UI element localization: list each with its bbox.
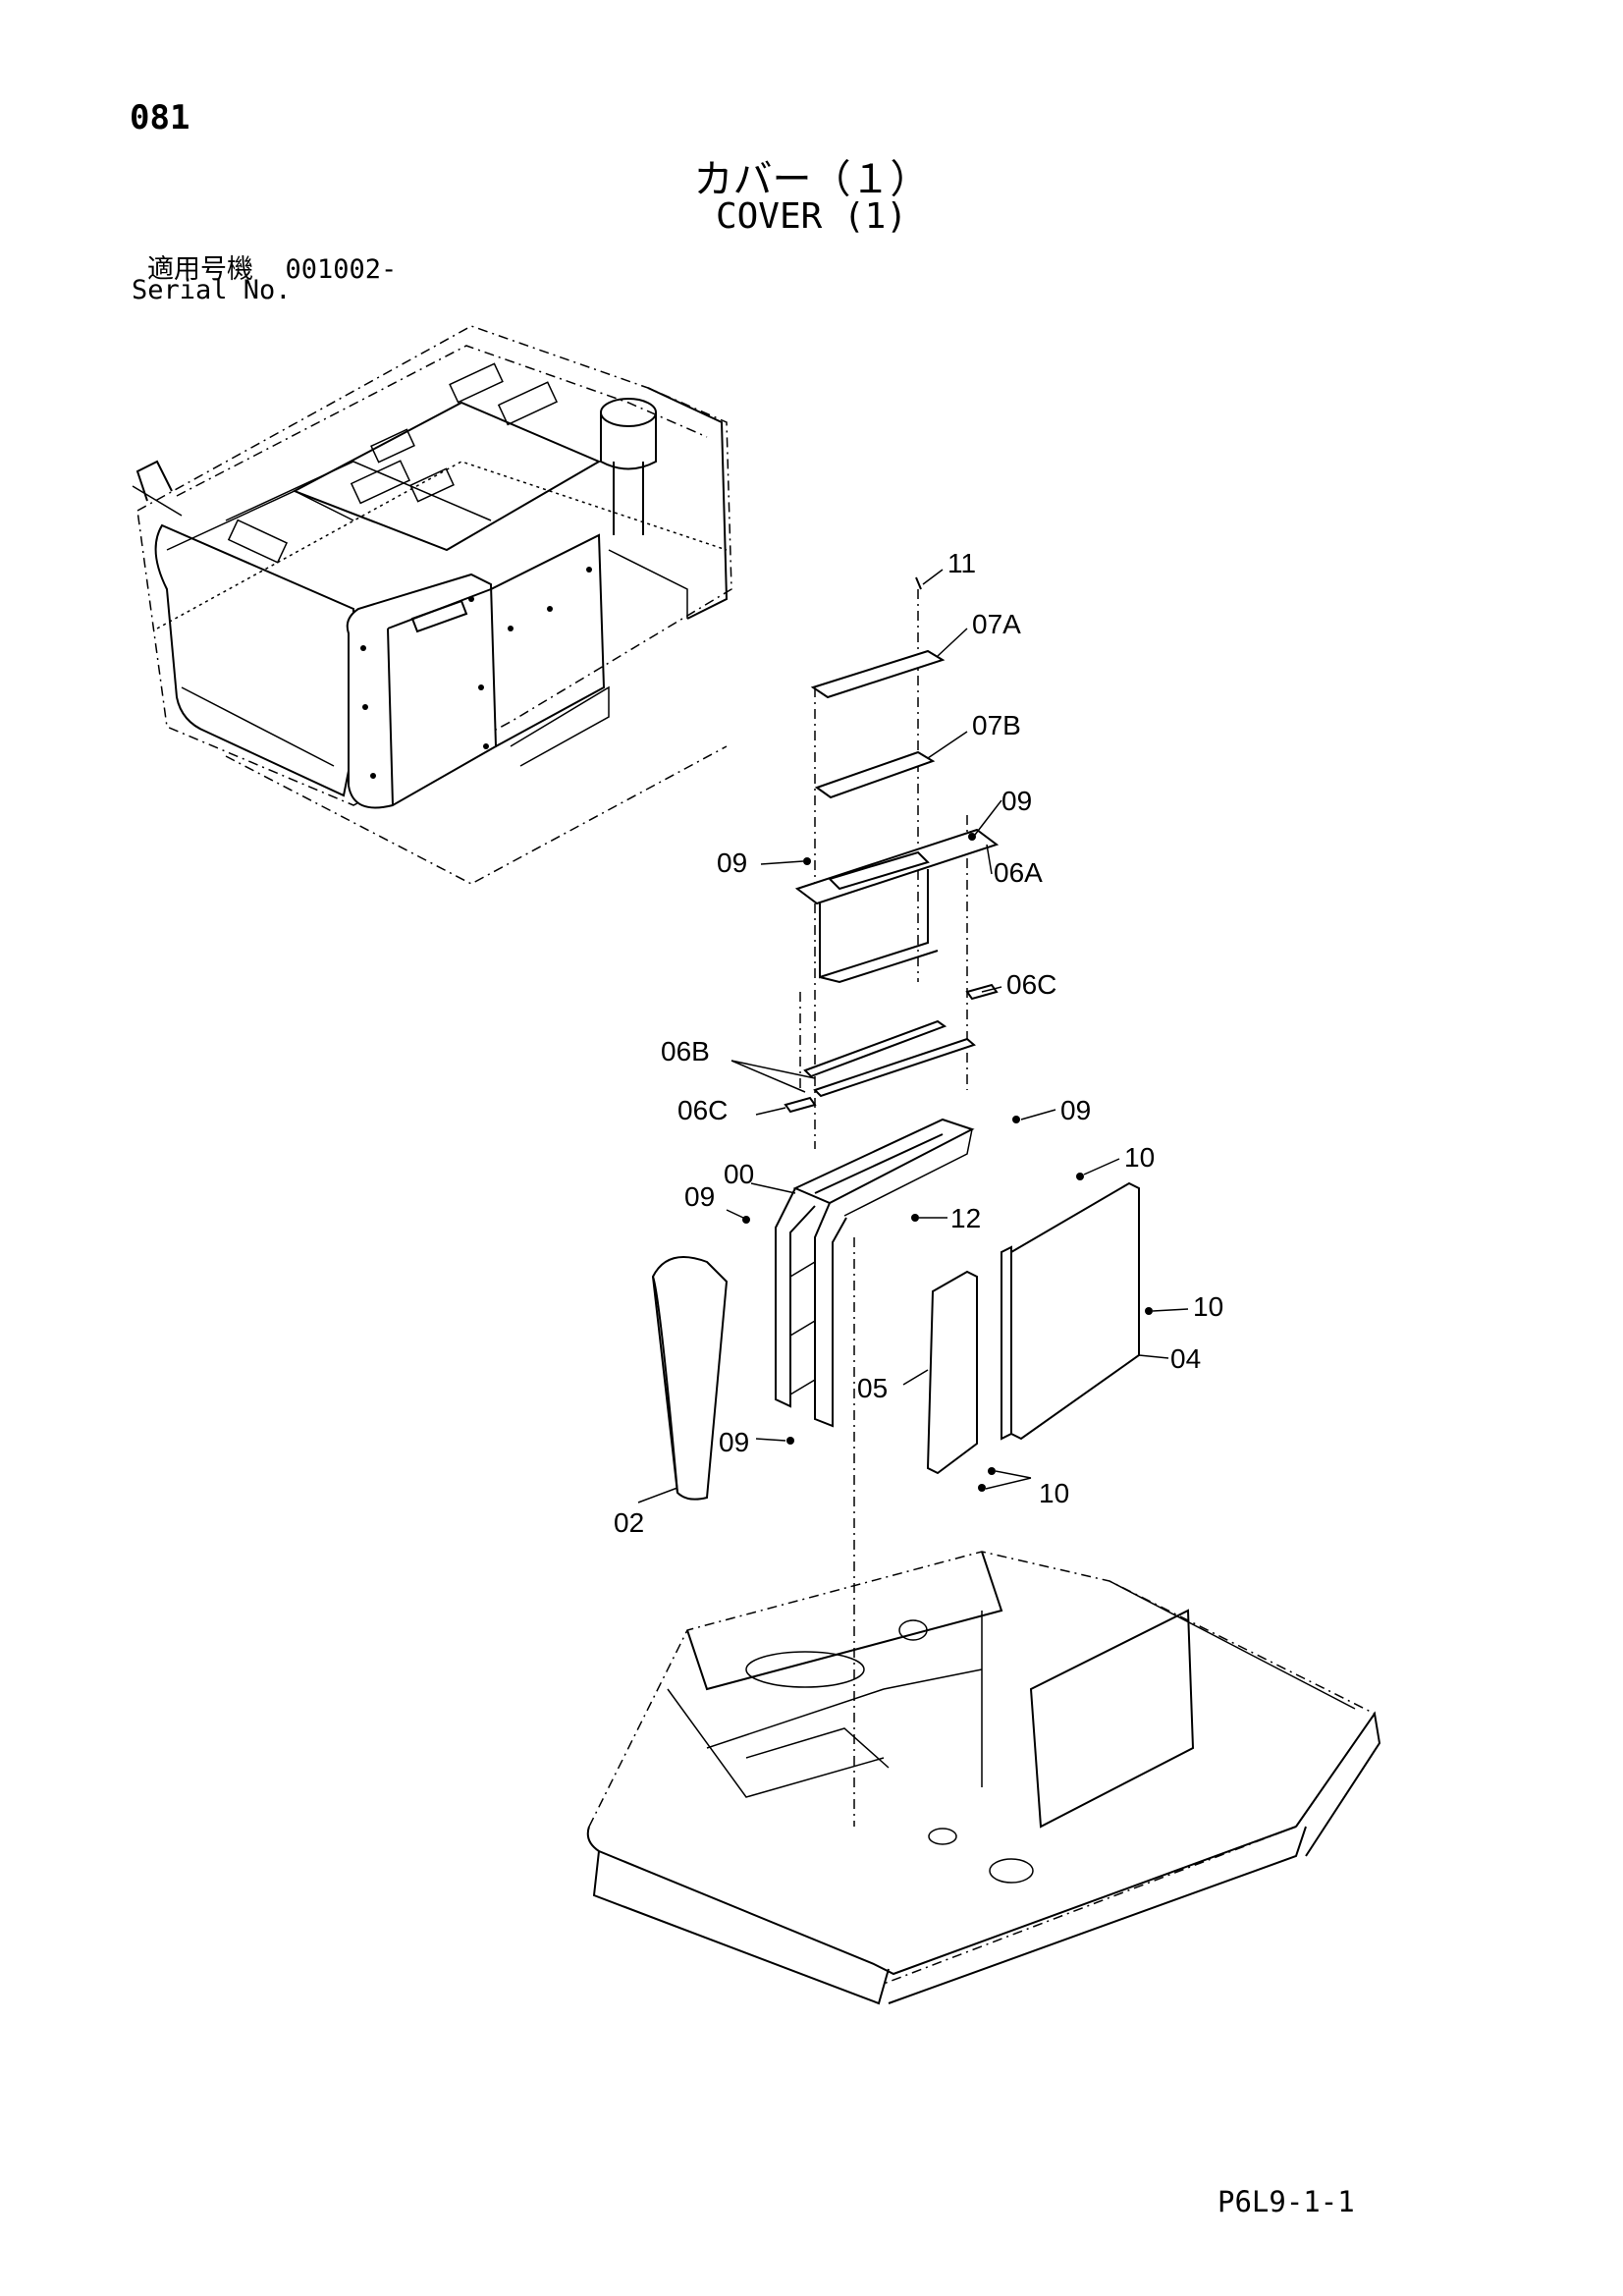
page-code: P6L9-1-1 — [1217, 2185, 1355, 2218]
callout-11: 11 — [947, 548, 976, 578]
callout-00: 00 — [724, 1159, 754, 1189]
callout-10-right: 10 — [1193, 1291, 1223, 1322]
serial-range: 001002- — [285, 254, 398, 285]
callout-12: 12 — [950, 1203, 981, 1233]
callout-09-mid: 09 — [1060, 1095, 1091, 1125]
serial-label-japanese: 適用号機 001002- — [147, 247, 397, 286]
callout-09-left: 09 — [717, 847, 747, 878]
machine-overview-drawing — [132, 325, 732, 885]
title-japanese: カバー（１） — [693, 157, 930, 202]
callout-07B: 07B — [972, 710, 1021, 740]
callout-07A: 07A — [972, 609, 1021, 639]
callout-labels: 11 07A 07B 09 09 06A 06C 06B 06C 09 10 0… — [614, 548, 1223, 1538]
serial-label-jp-text: 適用号機 — [147, 254, 253, 285]
exploded-parts — [651, 576, 1153, 1827]
callout-09-frame: 09 — [684, 1181, 715, 1212]
callout-06C-top: 06C — [1006, 969, 1056, 1000]
base-frame-drawing — [586, 1551, 1381, 2005]
callout-02: 02 — [614, 1507, 644, 1538]
leader-lines — [637, 569, 1189, 1503]
callout-10-bottom: 10 — [1039, 1478, 1069, 1508]
callout-06C-left: 06C — [677, 1095, 728, 1125]
callout-06A: 06A — [994, 857, 1043, 888]
callout-09-bottom: 09 — [719, 1427, 749, 1457]
page-number: 081 — [130, 98, 190, 137]
serial-label-english: Serial No. — [132, 275, 292, 305]
callout-05: 05 — [857, 1373, 888, 1403]
callout-04: 04 — [1170, 1343, 1201, 1374]
callout-09-top: 09 — [1001, 786, 1032, 816]
callout-10-top: 10 — [1124, 1142, 1155, 1173]
callout-06B: 06B — [661, 1036, 710, 1066]
title-english: COVER (1) — [715, 196, 908, 237]
